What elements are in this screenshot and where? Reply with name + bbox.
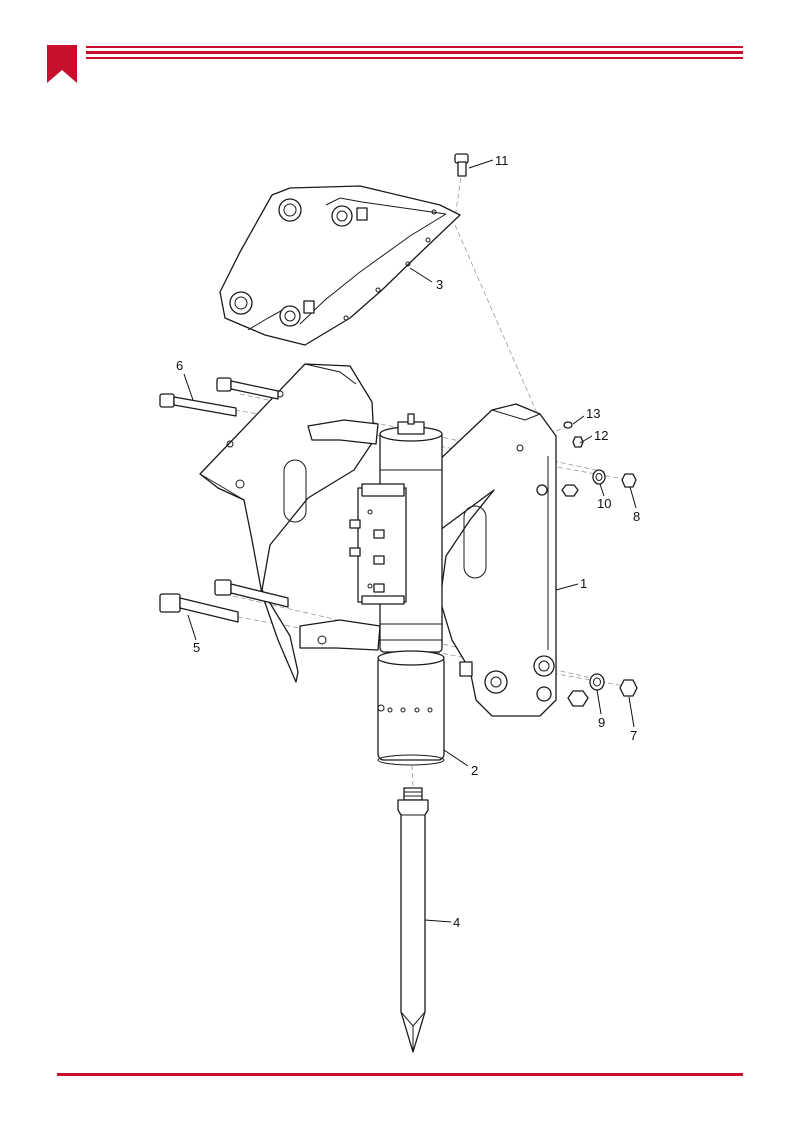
callout-1: 1 — [580, 576, 587, 591]
part-12-nut — [572, 436, 584, 448]
callout-6: 6 — [176, 358, 183, 373]
footer-rule — [57, 1073, 743, 1076]
callout-10: 10 — [597, 496, 611, 511]
page-header — [47, 45, 743, 83]
header-rule-middle — [86, 51, 743, 54]
fastener-nuts-washers — [561, 421, 638, 707]
callout-labels: 11 3 6 13 12 10 8 1 5 9 7 2 4 — [176, 153, 640, 930]
part-4-chisel — [397, 787, 429, 1053]
callout-4: 4 — [453, 915, 460, 930]
callout-11: 11 — [495, 153, 509, 168]
header-rule-bottom — [86, 57, 743, 59]
callout-2: 2 — [471, 763, 478, 778]
part-9-washer — [589, 673, 605, 691]
callout-5: 5 — [193, 640, 200, 655]
callout-13: 13 — [586, 406, 600, 421]
callout-9: 9 — [598, 715, 605, 730]
callout-7: 7 — [630, 728, 637, 743]
callout-3: 3 — [436, 277, 443, 292]
part-8-nut — [621, 473, 637, 488]
callout-leaders — [183, 159, 637, 923]
part-2-hammer-body — [349, 413, 445, 766]
header-rule-top — [86, 46, 743, 48]
part-11-pin — [454, 153, 469, 177]
part-6-upper-bolts — [159, 377, 279, 417]
callout-12: 12 — [594, 428, 608, 443]
part-3-top-bracket — [219, 185, 461, 346]
callout-8: 8 — [633, 509, 640, 524]
part-7-nut — [619, 679, 638, 697]
part-5-lower-bolts — [159, 579, 289, 623]
part-10-washer — [592, 469, 606, 485]
bookmark-icon — [47, 45, 77, 83]
part-13-washer — [563, 421, 573, 429]
